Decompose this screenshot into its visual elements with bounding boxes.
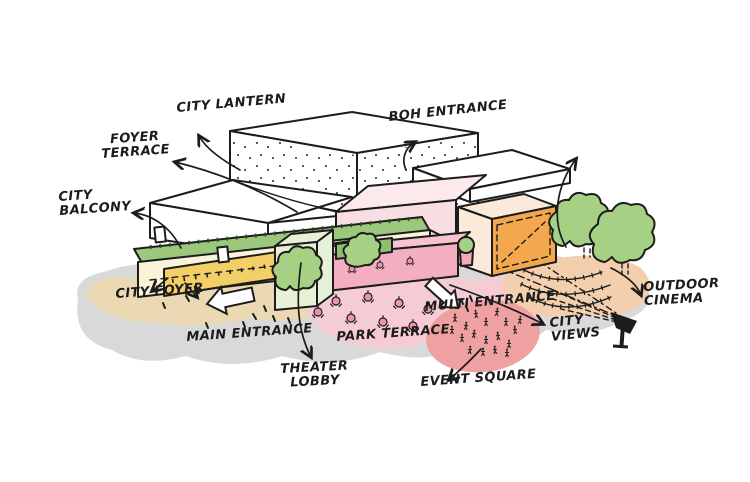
label-theater-lobby: THEATER LOBBY (279, 358, 349, 391)
lead-foyer-terrace (175, 162, 298, 213)
arrow-city-views-up (556, 159, 576, 248)
balcony-people-ticks (149, 216, 419, 249)
park-trees (548, 191, 656, 277)
lead-city-balcony (134, 213, 182, 249)
projection-cone (499, 261, 618, 323)
lead-city-foyer-1 (152, 277, 169, 291)
lead-city-views (449, 284, 543, 324)
label-outdoor-cinema: OUTDOOR CINEMA (642, 276, 720, 310)
lead-event-square (449, 348, 482, 380)
screen-outline-dashed (496, 212, 551, 270)
lead-theater-lobby (297, 262, 311, 357)
leader-arrows (134, 136, 641, 380)
projector-icon (611, 312, 637, 349)
lobby-trees (271, 232, 382, 292)
planter-pot (457, 236, 475, 267)
label-city-balcony: CITY BALCONY (57, 187, 132, 220)
lead-boh-entrance (403, 142, 415, 171)
label-foyer-terrace: FOYER TERRACE (100, 128, 171, 163)
lead-city-lantern (199, 136, 241, 171)
label-city-views: CITY VIEWS (548, 312, 602, 346)
lead-outdoor-cinema (610, 267, 641, 295)
lead-city-foyer-2 (184, 282, 197, 297)
